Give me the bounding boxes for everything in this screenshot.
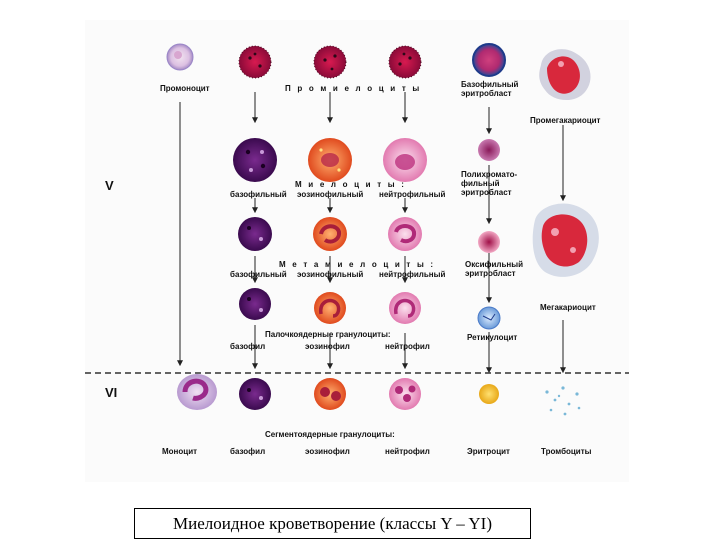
- oxyphilic-erythroblast-cell: [478, 231, 500, 253]
- metamyelocytes-label: М е т а м и е л о ц и т ы :: [279, 260, 436, 269]
- basophil-label: базофил: [230, 447, 266, 456]
- basophilic-metamyelocyte-cell: [238, 217, 272, 251]
- band-granulocytes-label: Палочкоядерные гранулоциты:: [265, 330, 391, 339]
- mature-eosinophil-cell: [314, 378, 346, 410]
- promyelocytes-label: П р о м и е л о ц и т ы: [285, 84, 422, 93]
- neutrophilic-myelocyte-cell: [383, 138, 427, 182]
- promonocyte-cell: [166, 43, 194, 71]
- band-eosinophil-label: эозинофил: [305, 342, 350, 351]
- band-basophil-cell: [239, 288, 271, 320]
- megakaryocyte-label: Мегакариоцит: [540, 303, 596, 312]
- metamyelocyte-eosinophilic-label: эозинофильный: [297, 270, 364, 279]
- caption-text: Миелоидное кроветворение (классы Y – YI): [172, 513, 493, 533]
- myelocytes-label: М и е л о ц и т ы :: [295, 180, 407, 189]
- reticulocyte-label: Ретикулоцит: [467, 333, 518, 342]
- basophilic-erythroblast-cell: [472, 43, 506, 77]
- polychromatophilic-erythroblast-label: Полихромато- фильный эритробласт: [461, 170, 518, 197]
- neutrophil-label: нейтрофил: [385, 447, 430, 456]
- basophilic-erythroblast-label: Базофильный эритробласт: [461, 80, 519, 98]
- metamyelocyte-neutrophilic-label: нейтрофильный: [379, 270, 446, 279]
- promegakaryocyte-cell: [539, 49, 591, 101]
- mature-basophil-cell: [239, 378, 271, 410]
- promonocyte-label: Промоноцит: [160, 84, 210, 93]
- myelocyte-eosinophilic-label: эозинофильный: [297, 190, 364, 199]
- platelets-label: Тромбоциты: [541, 447, 592, 456]
- band-neutrophil-label: нейтрофил: [385, 342, 430, 351]
- arrows: [177, 92, 566, 374]
- platelets: [545, 386, 581, 416]
- promegakaryocyte-label: Промегакариоцит: [530, 116, 601, 125]
- monocyte-label: Моноцит: [162, 447, 198, 456]
- neutrophilic-metamyelocyte-cell: [388, 217, 422, 251]
- eosinophilic-metamyelocyte-cell: [313, 217, 347, 251]
- cell-drawing: [85, 43, 629, 416]
- eosinophilic-myelocyte-cell: [308, 138, 352, 182]
- mature-neutrophil-cell: [389, 378, 421, 410]
- promyelocyte-cell-3: [388, 45, 422, 79]
- oxyphilic-erythroblast-label: Оксифильный эритробласт: [465, 260, 523, 278]
- polychromatophilic-erythroblast-cell: [478, 139, 500, 161]
- segmented-granulocytes-label: Сегментоядерные гранулоциты:: [265, 430, 395, 439]
- monocyte-cell: [177, 374, 217, 410]
- band-basophil-label: базофил: [230, 342, 266, 351]
- metamyelocyte-basophilic-label: базофильный: [230, 270, 287, 279]
- erythrocyte-cell: [479, 384, 499, 404]
- eosinophil-label: эозинофил: [305, 447, 350, 456]
- caption-box: Миелоидное кроветворение (классы Y – YI): [134, 508, 531, 539]
- hematopoiesis-diagram: V VI Промоноцит П р о м и е л о ц и т ы …: [85, 20, 629, 482]
- myelocyte-neutrophilic-label: нейтрофильный: [379, 190, 446, 199]
- promyelocyte-cell-2: [313, 45, 347, 79]
- erythrocyte-label: Эритроцит: [467, 447, 510, 456]
- reticulocyte-cell: [477, 306, 501, 330]
- band-eosinophil-cell: [314, 292, 346, 324]
- promyelocyte-cell-1: [238, 45, 272, 79]
- basophilic-myelocyte-cell: [233, 138, 277, 182]
- band-neutrophil-cell: [389, 292, 421, 324]
- class-label-v: V: [105, 178, 114, 193]
- megakaryocyte-cell: [532, 203, 599, 277]
- class-label-vi: VI: [105, 385, 118, 400]
- myelocyte-basophilic-label: базофильный: [230, 190, 287, 199]
